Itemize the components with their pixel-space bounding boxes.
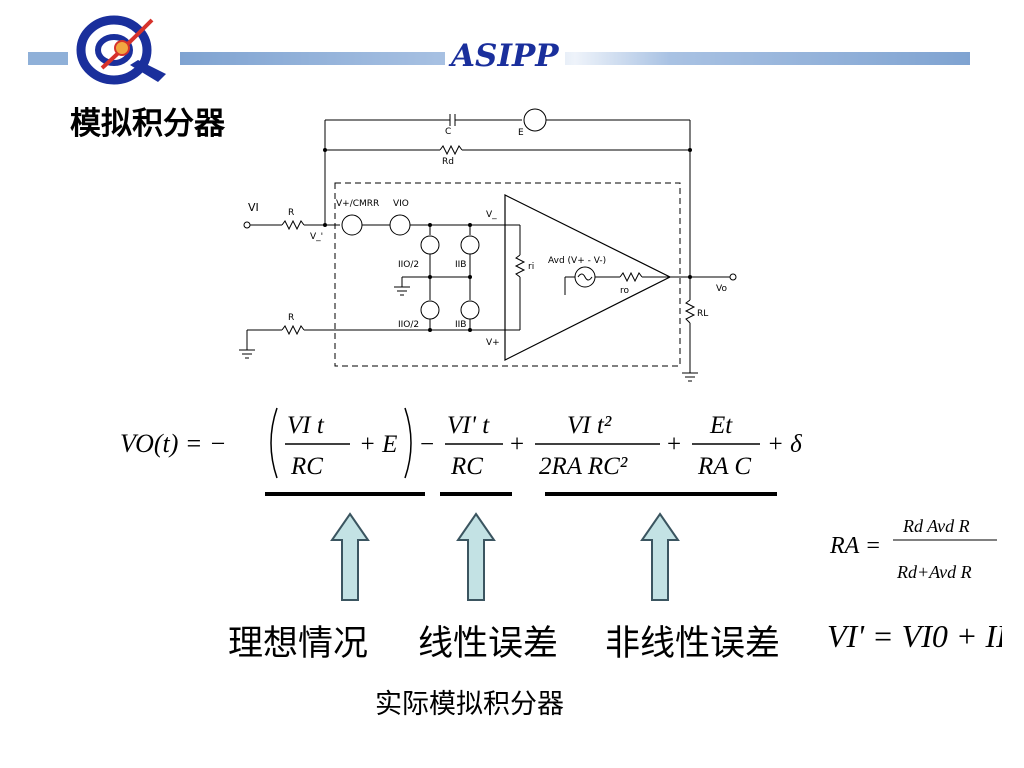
- eq-term3-num: VI t²: [567, 412, 612, 439]
- label-iib-top: IIB: [455, 260, 466, 270]
- eq-plus-e: + E: [359, 431, 397, 458]
- eq-lhs: VO(t) = −: [120, 429, 227, 458]
- asipp-logo-icon: [76, 15, 166, 85]
- eq-term4-num: Et: [709, 412, 733, 439]
- header-bar-right: [180, 52, 970, 65]
- eq-term1-den: RC: [290, 453, 323, 480]
- header-bar-left: [28, 52, 68, 65]
- page-title: 模拟积分器: [70, 106, 225, 142]
- label-r-top: R: [288, 208, 294, 218]
- eq-tail: + δ: [767, 431, 802, 458]
- label-iio2-top: IIO/2: [398, 260, 419, 270]
- label-v-minus-prime: V_': [310, 232, 323, 242]
- label-r-bottom: R: [288, 313, 294, 323]
- eq-term2-num: VI' t: [447, 412, 490, 439]
- eq-term3-den: 2RA RC²: [539, 453, 628, 480]
- underline-linear: [440, 492, 512, 496]
- ra-formula: RA = Rd Avd R Rd+Avd R: [829, 516, 997, 582]
- underline-nonlinear: [545, 492, 777, 496]
- label-rd: Rd: [442, 157, 454, 167]
- term-linear-error: 线性误差: [418, 624, 559, 664]
- up-arrow-icon: [330, 512, 370, 601]
- ra-den: Rd+Avd R: [896, 562, 972, 582]
- label-vo: Vo: [716, 284, 727, 294]
- label-v-minus: V_: [486, 210, 497, 220]
- label-e: E: [518, 128, 524, 138]
- term-ideal: 理想情况: [228, 624, 369, 664]
- label-v-plus: V+: [486, 338, 500, 348]
- underline-ideal: [265, 492, 425, 496]
- eq-minus: −: [420, 431, 434, 458]
- eq-plus-2: +: [667, 431, 681, 458]
- label-vplus-cmrr: V+/CMRR: [336, 199, 379, 209]
- vi-formula-text: VI' = VI0 + II0 R: [827, 618, 1002, 654]
- label-iio2-bottom: IIO/2: [398, 320, 419, 330]
- ra-lhs: RA =: [829, 533, 881, 559]
- eq-plus-1: +: [510, 431, 524, 458]
- up-arrow-icon: [456, 512, 496, 601]
- ra-num: Rd Avd R: [902, 516, 970, 536]
- label-rl: RL: [697, 309, 708, 319]
- vi-prime-formula: VI' = VI0 + II0 R: [827, 618, 1002, 654]
- integrator-output-equation: VO(t) = − VI t RC + E − VI' t RC + VI t²…: [120, 407, 802, 480]
- org-name: ASIPP: [445, 38, 565, 74]
- label-ro: ro: [620, 286, 630, 296]
- eq-term2-den: RC: [450, 453, 483, 480]
- label-avd: Avd (V+ - V-): [548, 256, 606, 266]
- label-ri: ri: [528, 262, 534, 272]
- label-c: C: [445, 127, 451, 137]
- diagram-caption: 实际模拟积分器: [375, 689, 564, 720]
- eq-term1-num: VI t: [287, 412, 325, 439]
- label-iib-bottom: IIB: [455, 320, 466, 330]
- label-vio: VIO: [393, 199, 409, 209]
- up-arrow-icon: [640, 512, 680, 601]
- eq-term4-den: RA C: [697, 453, 751, 480]
- integrator-circuit-diagram: C E Rd VI R R V+/CMRR VIO V_ V_' IIO/2 I…: [239, 108, 737, 382]
- term-nonlinear-error: 非线性误差: [605, 624, 781, 664]
- label-vi: VI: [248, 201, 259, 214]
